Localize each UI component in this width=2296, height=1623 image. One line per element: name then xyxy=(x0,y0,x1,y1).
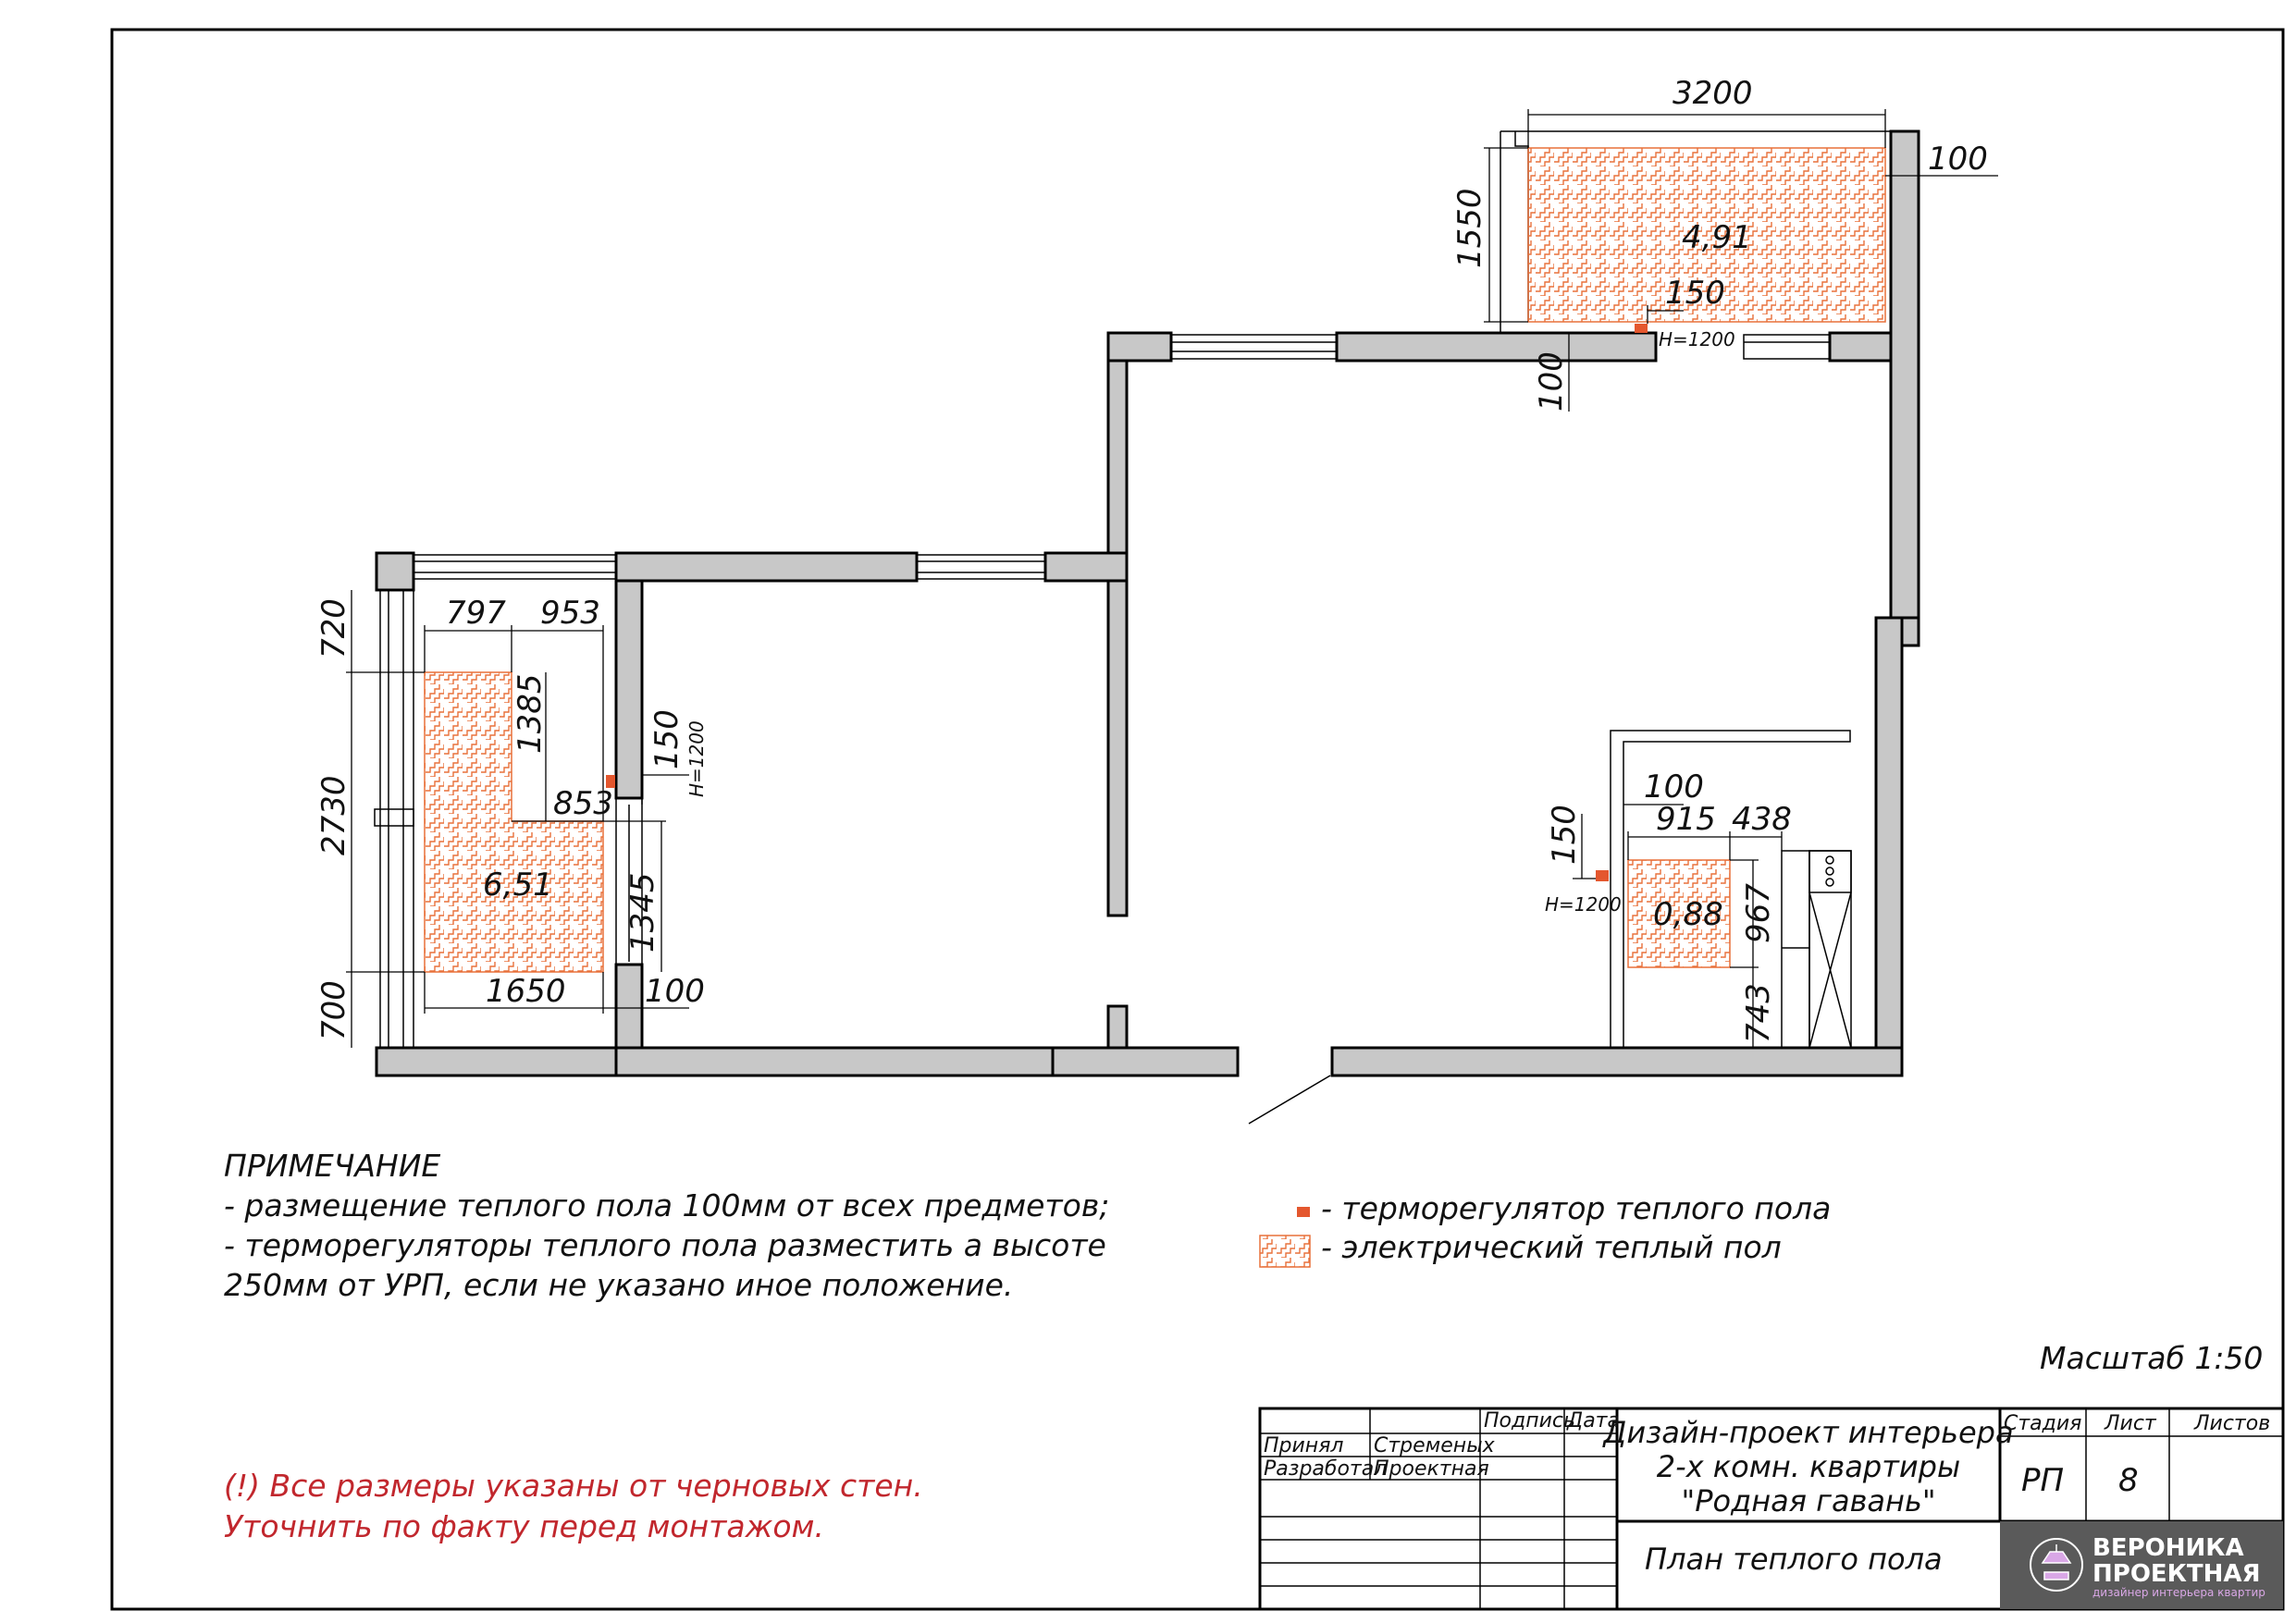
notes-line-3: 250мм от УРП, если не указано иное полож… xyxy=(224,1267,1013,1303)
tb-row1-name: Стременых xyxy=(1374,1434,1496,1457)
warning-line-1: (!) Все размеры указаны от черновых стен… xyxy=(224,1468,923,1504)
thermostats xyxy=(606,324,1648,881)
area-living: 6,51 xyxy=(483,867,553,904)
tb-stage-value: РП xyxy=(2021,1462,2064,1499)
notes-line-1: - размещение теплого пола 100мм от всех … xyxy=(224,1187,1109,1223)
heated-floor-zones xyxy=(424,147,1886,973)
dim-left-lower-h: 1345 xyxy=(624,872,661,953)
title-block xyxy=(1258,1407,2285,1611)
legend-heated-floor-swatch xyxy=(1259,1235,1311,1268)
logo-line-1: ВЕРОНИКА xyxy=(2092,1534,2244,1562)
warning-line-2: Уточнить по факту перед монтажом. xyxy=(224,1508,824,1544)
scale-label: Масштаб 1:50 xyxy=(2040,1340,2263,1376)
tb-row1-role: Принял xyxy=(1264,1434,1344,1457)
dim-balcony-thermostat-height: H=1200 xyxy=(1659,328,1735,350)
dim-left-notch-h: 1385 xyxy=(512,673,549,754)
tb-project-line-2: 2-х комн. квартиры xyxy=(1657,1449,1960,1484)
tb-drawing-title: План теплого пола xyxy=(1645,1542,1943,1577)
tb-project-line-1: Дизайн-проект интерьера xyxy=(1601,1415,2013,1450)
dim-bath-thermostat-offset: 150 xyxy=(1546,805,1583,865)
dimension-labels: 3200 1550 100 100 150 H=1200 4,91 720 27… xyxy=(315,75,1988,1043)
dim-bath-thermostat-height: H=1200 xyxy=(1545,893,1622,916)
notes-title: ПРИМЕЧАНИЕ xyxy=(224,1148,440,1184)
dim-balcony-gap-right: 100 xyxy=(1928,141,1988,178)
legend-thermostat-label: - терморегулятор теплого пола xyxy=(1321,1190,1831,1226)
walls xyxy=(375,129,1920,1077)
thermostat-icon xyxy=(1635,324,1648,333)
tb-sheets-label: Листов xyxy=(2193,1412,2270,1435)
sheet-frame xyxy=(110,28,2285,1611)
kitchen-unit xyxy=(1781,850,1852,1049)
dim-left-thermostat-height: H=1200 xyxy=(685,720,708,797)
zone-balcony xyxy=(1527,147,1886,323)
warning: (!) Все размеры указаны от черновых стен… xyxy=(224,1468,923,1544)
dim-left-w2: 953 xyxy=(540,595,600,632)
dimension-lines xyxy=(346,109,1998,1048)
brand-logo: ВЕРОНИКА ПРОЕКТНАЯ дизайнер интерьера кв… xyxy=(2000,1521,2283,1609)
dim-balcony-height: 1550 xyxy=(1451,188,1488,268)
tb-col-date: Дата xyxy=(1566,1409,1620,1432)
title-block-text: Подпись Дата Принял Стременых Разработал… xyxy=(1264,1409,2270,1577)
notes: ПРИМЕЧАНИЕ - размещение теплого пола 100… xyxy=(224,1148,1109,1303)
dim-balcony-gap-bottom: 100 xyxy=(1533,351,1570,412)
tb-project-line-3: "Родная гавань" xyxy=(1681,1483,1935,1518)
windows xyxy=(374,130,1891,1125)
notes-line-2: - терморегуляторы теплого пола разместит… xyxy=(224,1227,1106,1263)
dim-left-bottom-w: 1650 xyxy=(486,973,566,1010)
dim-left-top: 720 xyxy=(315,598,352,658)
tb-col-signature: Подпись xyxy=(1484,1409,1575,1432)
legend-thermostat-icon xyxy=(1297,1207,1310,1217)
dim-bath-h2: 743 xyxy=(1740,983,1777,1043)
dim-bath-h1: 967 xyxy=(1740,883,1777,943)
area-bathroom: 0,88 xyxy=(1653,896,1723,933)
tb-row2-role: Разработал xyxy=(1264,1457,1387,1481)
dim-bath-gap-top: 100 xyxy=(1644,768,1704,805)
tb-sheet-value: 8 xyxy=(2118,1462,2139,1499)
dim-balcony-thermostat-offset: 150 xyxy=(1665,275,1725,312)
dim-left-middle: 2730 xyxy=(315,775,352,855)
tb-sheet-label: Лист xyxy=(2104,1412,2157,1435)
thermostat-icon xyxy=(1596,870,1609,881)
tb-stage-label: Стадия xyxy=(2004,1412,2081,1435)
tb-row2-name: Проектная xyxy=(1374,1457,1489,1481)
logo-line-2: ПРОЕКТНАЯ xyxy=(2092,1560,2261,1588)
dim-bath-w2: 438 xyxy=(1732,801,1792,838)
dim-left-w1: 797 xyxy=(446,595,506,632)
zone-bathroom xyxy=(1627,859,1731,968)
area-balcony: 4,91 xyxy=(1682,219,1752,256)
dim-bath-w1: 915 xyxy=(1656,801,1716,838)
dim-left-thermostat-offset: 150 xyxy=(648,709,685,769)
thermostat-icon xyxy=(606,775,615,788)
dim-balcony-width: 3200 xyxy=(1673,75,1753,112)
legend-heated-floor-label: - электрический теплый пол xyxy=(1321,1229,1782,1265)
dim-left-bottom: 700 xyxy=(315,980,352,1040)
dim-left-gap-right: 100 xyxy=(645,973,705,1010)
dim-left-notch-w: 853 xyxy=(553,785,613,822)
legend: - терморегулятор теплого пола - электрич… xyxy=(1259,1190,1831,1268)
logo-line-3: дизайнер интерьера квартир xyxy=(2092,1586,2265,1599)
logo-emblem-icon xyxy=(2030,1538,2083,1592)
logo-lamp-icon xyxy=(2041,1544,2072,1580)
